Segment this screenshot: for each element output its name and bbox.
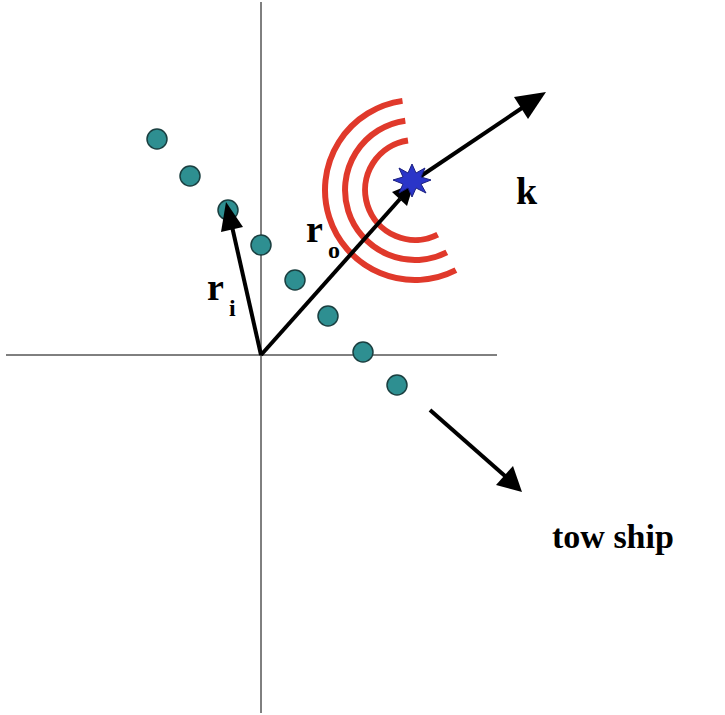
- vector-label: k: [516, 172, 537, 210]
- wavefronts: [325, 101, 456, 280]
- tow-direction: [430, 410, 505, 476]
- subscript: i: [229, 296, 236, 320]
- arrowhead: [221, 202, 243, 232]
- source-star: [393, 164, 431, 197]
- vector-ri: [231, 222, 261, 355]
- x-axis: [6, 355, 497, 356]
- vector-ro: [261, 199, 400, 355]
- vector-k: [415, 106, 525, 180]
- y-axis: [261, 2, 262, 713]
- subscript: o: [328, 238, 340, 262]
- vector-label: r: [207, 268, 224, 306]
- vector-label: r: [306, 210, 323, 248]
- direction-label: tow ship: [552, 520, 674, 554]
- arrowhead: [514, 92, 546, 119]
- arrowhead: [496, 466, 522, 492]
